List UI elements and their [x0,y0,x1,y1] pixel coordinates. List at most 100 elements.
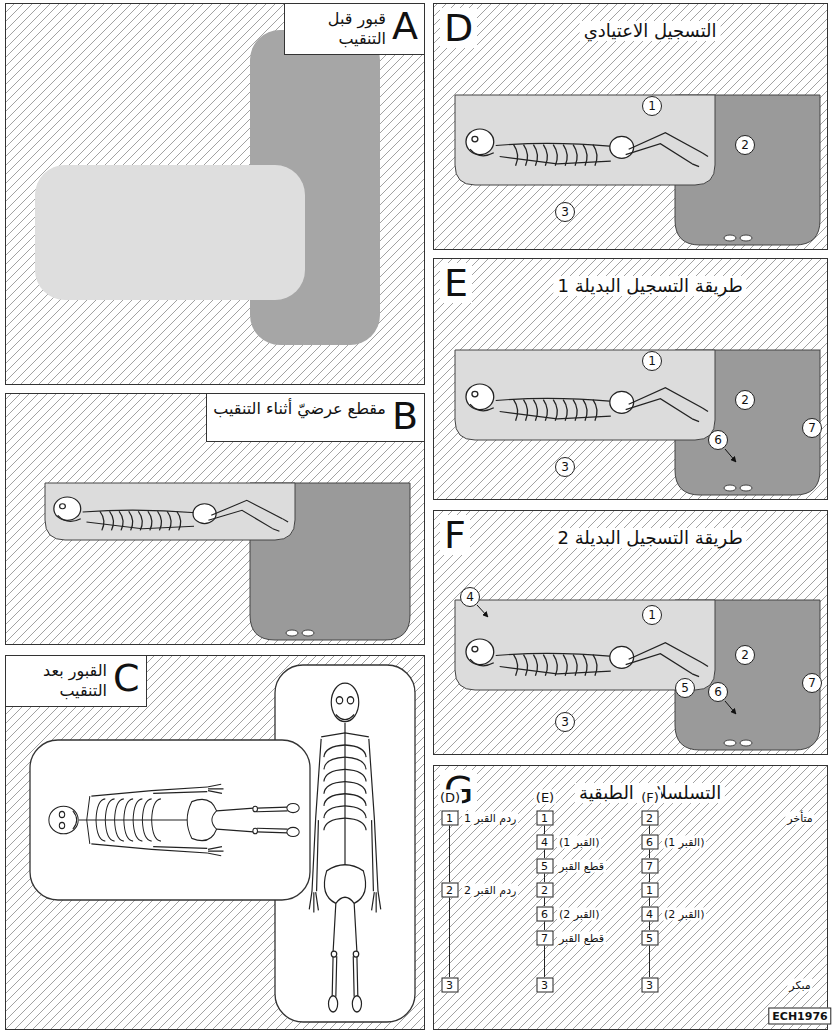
grave-section-d [724,235,736,241]
sequence-line [649,873,650,882]
sequence-line [544,825,545,834]
sequence-note: متأخر [785,812,814,825]
unit-number: 2 [646,811,653,824]
callout-number: 3 [555,712,575,732]
unit-number: 5 [646,931,653,944]
panel-title: قبور قبل التنقيب [291,9,386,49]
unit-number: 7 [646,859,653,872]
grave-section-b [54,497,288,531]
sequence-line [544,945,545,977]
grave-section-f [724,740,736,746]
graves-plan-before [35,30,380,345]
sequence-note: ردم القبر 2 [462,884,518,897]
grave-section-b [45,483,410,640]
panel-letter: E [440,263,472,303]
sequence-line [544,921,545,930]
sequence-line [449,825,450,882]
panel-grounds [5,3,425,385]
figure-panel: D التسجيل الاعتيادي [433,3,828,250]
unit-number: 6 [541,907,548,920]
text-holder: E [440,263,472,303]
unit-number: 4 [646,907,653,920]
grave-section-f [466,639,708,677]
figure-panel: Gالتسلسلات الطبقية12314526732671453 [433,765,828,1030]
figure-code: ECH1976 [768,1008,831,1025]
callout-number: 2 [735,135,755,155]
grave-section-f [455,600,715,690]
unit-number: 1 [646,883,653,896]
grave-section-e [466,384,708,422]
grave-section-f [740,740,752,746]
sequence-line [544,897,545,906]
unit-number: 2 [446,883,453,896]
sequence-box: 5 [536,858,553,873]
text-holder: G [440,770,477,810]
text-holder: التسجيل الاعتيادي [580,18,721,41]
figure-panel: القبور بعد التنقيبC [5,655,425,1030]
grave-section-b [286,630,298,636]
sequence-box: 3 [441,977,458,992]
sequence-line [449,897,450,977]
sequence-note: ردم القبر 1 [462,812,518,825]
panel-grounds [5,655,425,1030]
panel-letter: F [440,515,470,555]
unit-number: 3 [646,978,653,991]
grave-section-e [455,350,715,440]
callout-number: 3 [555,457,575,477]
text-holder: F [440,515,470,555]
sequence-box: 1 [536,810,553,825]
grave-section-e [724,485,736,491]
callout-number: 1 [642,96,662,116]
panel-title: القبور بعد التنقيب [12,661,107,701]
unit-number: 6 [646,835,653,848]
grave-section-d [455,95,715,185]
panel-letter: B [392,396,418,436]
panel-letter: G [440,770,477,810]
sequence-line [649,921,650,930]
panel-title: طريقة التسجيل البديلة 2 [553,528,746,548]
sequence-box: 2 [641,810,658,825]
sequence-box: 6 [641,834,658,849]
grave-section-d [740,235,752,241]
callout-number: 7 [802,673,822,693]
sequence-box: 7 [641,858,658,873]
sequence-note: (القبر 2) [662,908,706,921]
grave-section-f [725,701,736,714]
figure-panel: F طريقة التسجيل البديلة 2 [433,510,828,755]
figure-panel: قبور قبل التنقيبA [5,3,425,385]
callout-number: 5 [675,678,695,698]
sequence-box: 6 [536,906,553,921]
sequence-note: (القبر 2) [557,908,601,921]
grave-section-b [302,630,314,636]
unit-number: 7 [541,931,548,944]
column-heading: (E) [534,790,556,805]
grave-section-b [45,483,295,540]
graves-plan-after [309,683,381,1012]
unit-number: 2 [541,883,548,896]
callout-number: 2 [735,390,755,410]
panel-title: طريقة التسجيل البديلة 1 [553,276,746,296]
callout-number: 1 [642,605,662,625]
sequence-box: 4 [641,906,658,921]
panel-grounds [433,3,828,250]
unit-number: 3 [446,978,453,991]
panel-letter: D [440,8,477,48]
sequence-note: (القبر 1) [557,836,601,849]
panel-grounds [5,3,828,1030]
sequence-box: 1 [441,810,458,825]
grave-section-e [455,350,820,495]
callout-number: 2 [735,645,755,665]
sequence-note: قطع القبر [557,860,606,873]
graves-plan-before [35,165,305,300]
sequence-line [649,825,650,834]
callout-number: 6 [708,682,728,702]
sequence-box: 4 [536,834,553,849]
callout-number: 7 [802,418,822,438]
figure-panel: E طريقة التسجيل البديلة 1 [433,258,828,500]
callout-number: 6 [708,430,728,450]
unit-number: 4 [541,835,548,848]
sequence-note: (القبر 1) [662,836,706,849]
grave-section-f [477,605,488,617]
